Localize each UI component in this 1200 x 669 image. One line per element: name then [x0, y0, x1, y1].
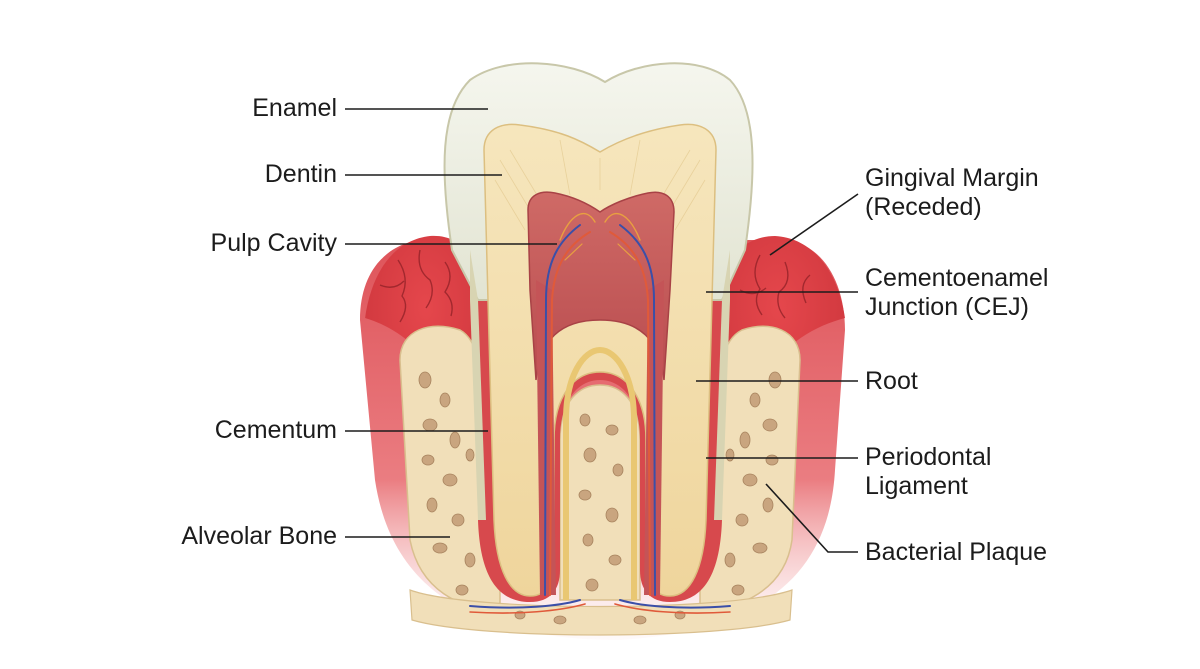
leader-bacterial-plaque — [765, 483, 858, 553]
label-periodontal-ligament-line1: Periodontal — [865, 443, 992, 471]
leader-lines — [345, 108, 859, 553]
alveolar-bone-center — [559, 384, 641, 601]
label-cej-line2: Junction (CEJ) — [865, 293, 1029, 321]
label-cej: Cementoenamel Junction (CEJ) — [865, 264, 1048, 322]
label-cementum: Cementum — [214, 416, 337, 444]
label-enamel: Enamel — [252, 94, 337, 122]
label-root: Root — [865, 367, 918, 395]
label-pulp-cavity: Pulp Cavity — [210, 229, 337, 257]
inner-dentin-arch — [563, 346, 637, 600]
label-dentin: Dentin — [264, 160, 337, 188]
label-gingival-margin-line1: Gingival Margin — [865, 164, 1039, 192]
leader-gingival-margin — [769, 193, 859, 256]
cementum-band-left — [470, 250, 486, 520]
label-bacterial-plaque: Bacterial Plaque — [865, 538, 1048, 566]
label-alveolar-bone: Alveolar Bone — [181, 522, 337, 550]
pulp-vessels — [469, 212, 731, 614]
label-cej-line1: Cementoenamel — [865, 264, 1049, 292]
dentin-tubules — [494, 139, 706, 231]
label-periodontal-ligament: Periodontal Ligament — [865, 443, 991, 501]
label-periodontal-ligament-line2: Ligament — [865, 472, 968, 500]
cementum-band-right — [714, 250, 730, 520]
alveolar-bone-base — [409, 589, 793, 636]
label-gingival-margin: Gingival Margin (Receded) — [865, 164, 1039, 222]
label-gingival-margin-line2: (Receded) — [865, 193, 982, 221]
